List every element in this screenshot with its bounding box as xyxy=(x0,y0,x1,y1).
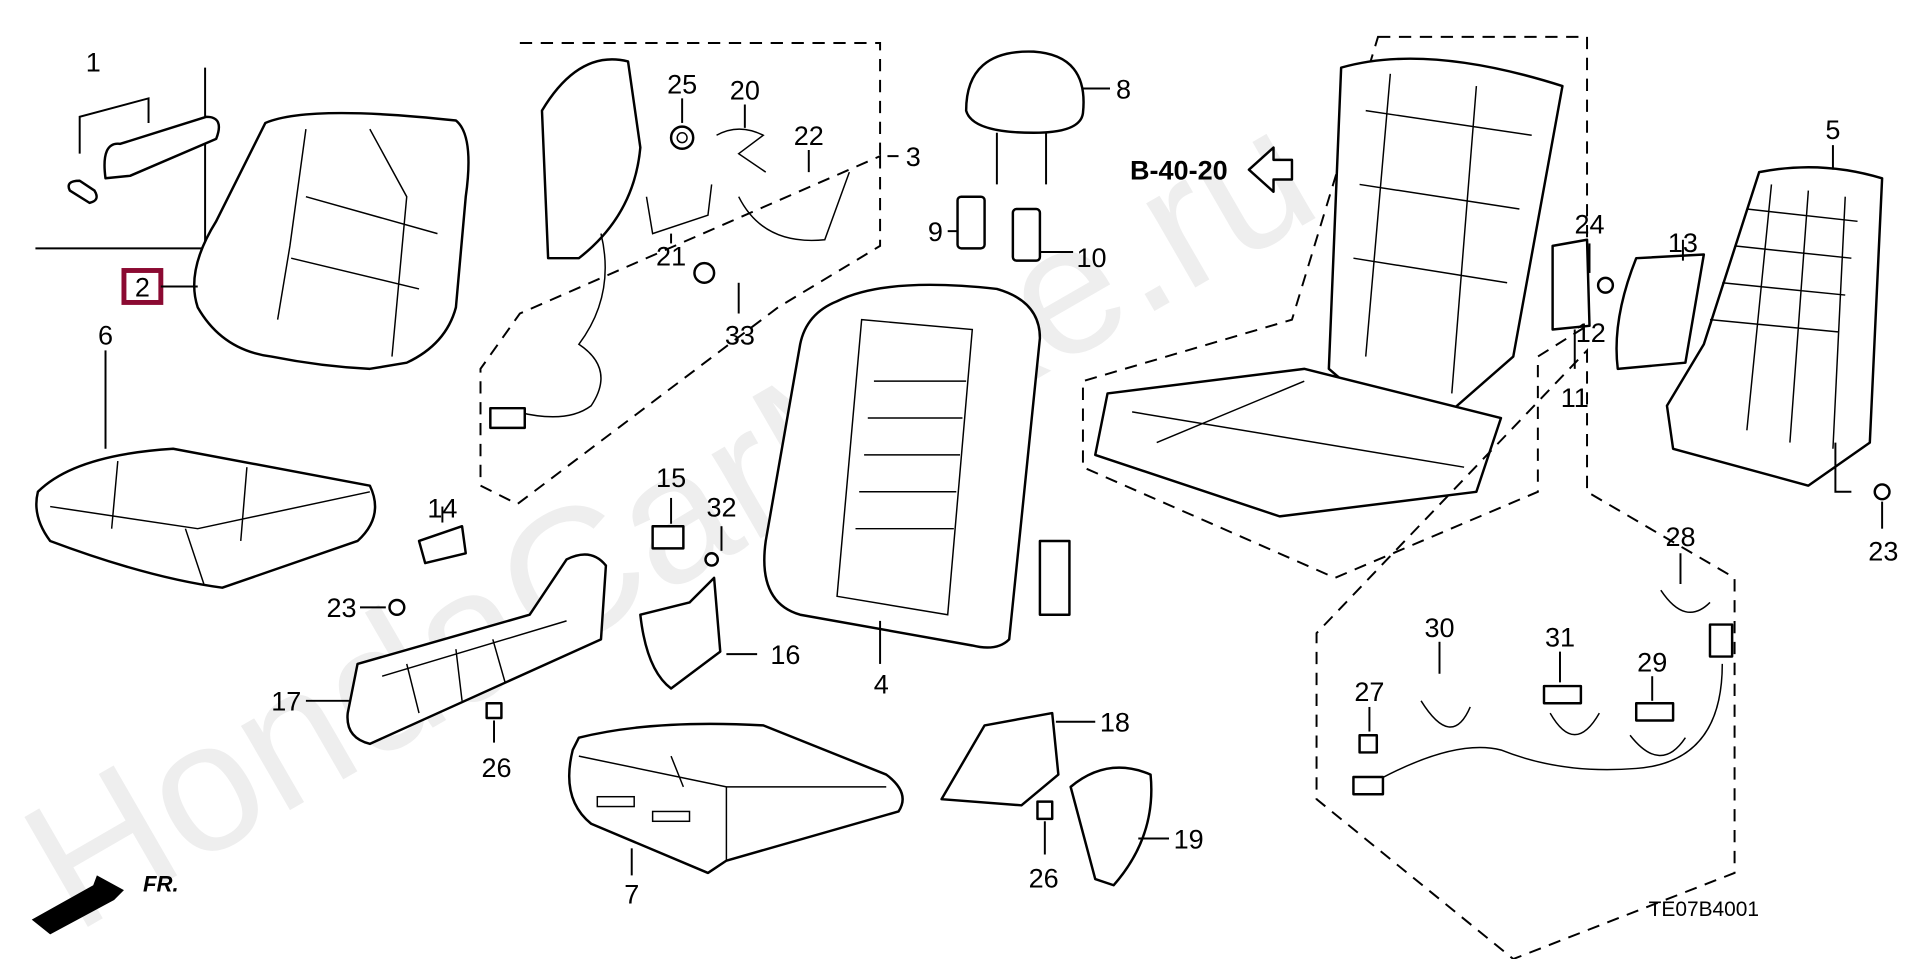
seat-frame-group-outline xyxy=(1081,35,1589,579)
callout-17[interactable]: 17 xyxy=(271,687,301,717)
callout-15[interactable]: 15 xyxy=(656,463,686,493)
callout-12[interactable]: 12 xyxy=(1576,318,1606,348)
callout-26-right[interactable]: 26 xyxy=(1029,864,1059,894)
callout-28[interactable]: 28 xyxy=(1665,522,1695,552)
callout-30[interactable]: 30 xyxy=(1424,613,1454,643)
part-6-cushion-cover[interactable] xyxy=(35,350,377,589)
callout-13[interactable]: 13 xyxy=(1668,228,1698,258)
callout-3[interactable]: 3 xyxy=(906,142,921,172)
callout-20[interactable]: 20 xyxy=(730,76,760,106)
part-31-clip[interactable] xyxy=(1542,651,1600,736)
callout-11[interactable]: 11 xyxy=(1561,383,1589,413)
part-27-clip[interactable] xyxy=(1358,706,1379,754)
part-33-clip[interactable] xyxy=(693,261,740,314)
part-26-clip-right[interactable] xyxy=(1036,800,1054,855)
part-21-bracket[interactable] xyxy=(645,184,713,244)
front-direction-arrow: FR. xyxy=(31,871,179,935)
callout-18[interactable]: 18 xyxy=(1100,708,1130,738)
callout-24[interactable]: 24 xyxy=(1574,210,1604,240)
part-29-clip[interactable] xyxy=(1629,676,1687,757)
part-22-wire[interactable] xyxy=(738,149,851,242)
part-19-cover[interactable] xyxy=(1069,766,1170,887)
callout-25[interactable]: 25 xyxy=(667,69,697,99)
part-20-wire[interactable] xyxy=(716,104,767,173)
part-7-cushion-pad[interactable] xyxy=(567,722,904,876)
callout-27[interactable]: 27 xyxy=(1354,677,1384,707)
callout-21[interactable]: 21 xyxy=(656,242,686,272)
part-2-seatback-cover[interactable] xyxy=(192,111,470,371)
callout-31[interactable]: 31 xyxy=(1545,623,1575,653)
callout-5[interactable]: 5 xyxy=(1825,115,1840,145)
part-26-clip-left[interactable] xyxy=(485,702,503,743)
callout-29[interactable]: 29 xyxy=(1637,647,1667,677)
part-18-bracket[interactable] xyxy=(940,711,1096,807)
part-11-switch[interactable] xyxy=(1551,238,1591,369)
part-9-guide[interactable] xyxy=(947,195,986,250)
callout-6[interactable]: 6 xyxy=(98,320,113,350)
part-17-side-cover[interactable] xyxy=(305,553,608,746)
svg-text:2: 2 xyxy=(135,272,150,302)
callout-19[interactable]: 19 xyxy=(1174,824,1204,854)
callout-7[interactable]: 7 xyxy=(624,880,639,910)
part-28-clip[interactable] xyxy=(1660,553,1711,613)
callouts: 1 3 4 5 6 7 8 9 10 11 12 13 14 15 16 17 … xyxy=(86,47,1899,909)
callout-32[interactable]: 32 xyxy=(706,492,736,522)
part-30-clip[interactable] xyxy=(1420,641,1471,728)
callout-9[interactable]: 9 xyxy=(928,217,943,247)
part-23-screw-left[interactable] xyxy=(360,598,406,616)
part-24-screw[interactable] xyxy=(1588,243,1615,294)
part-12-wire-harness[interactable] xyxy=(1352,623,1734,796)
part-3-group-outline xyxy=(479,42,899,506)
diagram-code: TE07B4001 xyxy=(1649,898,1759,921)
callout-23-left[interactable]: 23 xyxy=(327,593,357,623)
part-8-headrest[interactable] xyxy=(964,50,1110,185)
svg-text:FR.: FR. xyxy=(143,871,179,896)
callout-22[interactable]: 22 xyxy=(794,121,824,151)
part-16-bracket[interactable] xyxy=(639,576,758,690)
part-3-side-airbag[interactable] xyxy=(489,58,642,430)
callout-4[interactable]: 4 xyxy=(874,669,889,699)
part-25-nut[interactable] xyxy=(669,98,695,150)
reference-b-40-20[interactable]: B-40-20 xyxy=(1130,146,1294,194)
seat-frame-assembly[interactable] xyxy=(1094,57,1564,518)
part-5-back-panel[interactable] xyxy=(1665,145,1884,493)
callout-16[interactable]: 16 xyxy=(770,640,800,670)
part-1-clips[interactable] xyxy=(35,67,221,250)
part-4-seatback-pad[interactable] xyxy=(763,283,1071,664)
callout-14[interactable]: 14 xyxy=(427,494,457,524)
callout-2[interactable]: 2 xyxy=(121,268,198,305)
callout-26-left[interactable]: 26 xyxy=(481,753,511,783)
callout-1[interactable]: 1 xyxy=(86,47,101,77)
callout-33[interactable]: 33 xyxy=(725,320,755,350)
part-10-guide[interactable] xyxy=(1011,207,1074,262)
part-12-harness-outline xyxy=(1315,347,1736,959)
part-23-screw-right[interactable] xyxy=(1873,483,1891,529)
part-14-lever[interactable] xyxy=(417,506,467,565)
callout-8[interactable]: 8 xyxy=(1116,74,1131,104)
part-32-screw[interactable] xyxy=(704,526,723,567)
part-13-knob[interactable] xyxy=(1615,239,1706,371)
callout-23-right[interactable]: 23 xyxy=(1868,537,1898,567)
callout-10[interactable]: 10 xyxy=(1077,243,1107,273)
part-15-connector[interactable] xyxy=(651,497,685,550)
svg-text:B-40-20: B-40-20 xyxy=(1130,156,1228,186)
